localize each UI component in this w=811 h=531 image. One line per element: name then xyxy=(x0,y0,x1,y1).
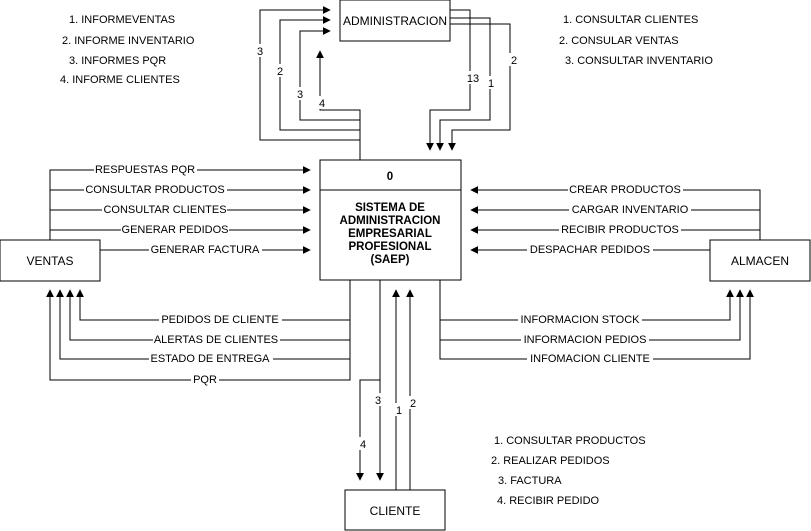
core-line-1: SISTEMA DE xyxy=(355,202,425,214)
list-item: 2. CONSULAR VENTAS xyxy=(559,35,679,47)
list-admin-queries: 1. CONSULTAR CLIENTES 2. CONSULAR VENTAS… xyxy=(559,14,713,67)
edge-label: PEDIDOS DE CLIENTE xyxy=(161,314,278,326)
edge-label: 1 xyxy=(488,78,494,90)
list-item: 2. INFORME INVENTARIO xyxy=(62,35,195,47)
list-item: 2. REALIZAR PEDIDOS xyxy=(491,455,610,467)
edge-label: ESTADO DE ENTREGA xyxy=(151,353,271,365)
node-cliente[interactable]: CLIENTE xyxy=(344,489,446,531)
ventas-out-flows: PEDIDOS DE CLIENTE ALERTAS DE CLIENTES E… xyxy=(46,280,351,386)
edge-label: 3 xyxy=(375,395,381,407)
core-line-5: (SAEP) xyxy=(371,254,410,266)
edge-label: 3 xyxy=(257,46,263,58)
list-admin-reports: 1. INFORMEVENTAS 2. INFORME INVENTARIO 3… xyxy=(60,14,195,86)
node-ventas[interactable]: VENTAS xyxy=(0,239,101,282)
edge-admin-down-1 xyxy=(426,9,471,151)
edge-label: RESPUESTAS PQR xyxy=(95,164,195,176)
list-item: 1. CONSULTAR PRODUCTOS xyxy=(494,435,646,447)
edge-almacen-in-1 xyxy=(470,186,761,240)
edge-label: ALERTAS DE CLIENTES xyxy=(154,334,278,346)
almacen-out-flows: INFORMACION STOCK INFORMACION PEDIOS INF… xyxy=(439,280,754,365)
list-cliente-actions: 1. CONSULTAR PRODUCTOS 2. REALIZAR PEDID… xyxy=(491,435,646,507)
edge-label: 4 xyxy=(360,439,366,451)
edge-admin-up-2 xyxy=(279,16,361,140)
edge-label: RECIBIR PRODUCTOS xyxy=(561,224,679,236)
list-item: 4. RECIBIR PEDIDO xyxy=(497,495,600,507)
node-almacen[interactable]: ALMACEN xyxy=(709,239,811,282)
edge-label: INFOMACION CLIENTE xyxy=(530,353,650,365)
edge-label: 3 xyxy=(297,89,303,101)
edge-admin-up-1 xyxy=(259,6,361,160)
edge-label: CONSULTAR CLIENTES xyxy=(103,204,226,216)
admin-down-flows: 13 1 2 xyxy=(426,9,519,151)
cliente-flows: 3 4 1 2 xyxy=(356,280,418,490)
node-ventas-label: VENTAS xyxy=(26,254,73,268)
edge-admin-down-2 xyxy=(436,17,491,151)
ventas-in-flows: RESPUESTAS PQR CONSULTAR PRODUCTOS CONSU… xyxy=(49,163,311,256)
edge-label: DESPACHAR PEDIDOS xyxy=(530,244,650,256)
node-core-system[interactable]: 0 SISTEMA DE ADMINISTRACION EMPRESARIAL … xyxy=(319,159,462,281)
admin-up-flows: 3 2 3 4 xyxy=(255,6,361,160)
core-line-3: EMPRESARIAL xyxy=(348,228,432,240)
almacen-in-flows: CREAR PRODUCTOS CARGAR INVENTARIO RECIBI… xyxy=(470,183,761,256)
edge-label: 2 xyxy=(277,66,283,78)
list-item: 1. CONSULTAR CLIENTES xyxy=(563,14,698,26)
list-item: 3. INFORMES PQR xyxy=(69,55,166,67)
edge-admin-down-3 xyxy=(448,23,511,151)
list-item: 4. INFORME CLIENTES xyxy=(60,74,180,86)
edge-label: 2 xyxy=(511,55,517,67)
edge-label: INFORMACION STOCK xyxy=(521,314,641,326)
edge-label: GENERAR PEDIDOS xyxy=(122,224,229,236)
node-cliente-label: CLIENTE xyxy=(370,504,421,518)
edge-cliente-1 xyxy=(356,280,381,481)
edge-label: 13 xyxy=(467,73,479,85)
edge-admin-up-3 xyxy=(299,27,361,130)
edge-label: 4 xyxy=(319,98,325,110)
node-administracion-label: ADMINISTRACION xyxy=(343,14,447,28)
core-number: 0 xyxy=(387,171,393,183)
edge-label: CREAR PRODUCTOS xyxy=(569,184,681,196)
node-almacen-label: ALMACEN xyxy=(731,254,789,268)
edge-label: 1 xyxy=(396,405,402,417)
core-line-4: PROFESIONAL xyxy=(348,241,431,253)
edge-label: 2 xyxy=(410,398,416,410)
edge-label: GENERAR FACTURA xyxy=(151,244,260,256)
edge-ventas-in-1 xyxy=(49,166,311,240)
edge-admin-up-4 xyxy=(316,50,361,120)
edge-label: CONSULTAR PRODUCTOS xyxy=(85,184,224,196)
list-item: 3. FACTURA xyxy=(498,475,562,487)
list-item: 3. CONSULTAR INVENTARIO xyxy=(565,55,713,67)
edge-label: CARGAR INVENTARIO xyxy=(572,204,689,216)
list-item: 1. INFORMEVENTAS xyxy=(69,14,175,26)
edge-label: PQR xyxy=(193,374,217,386)
edge-label: INFORMACION PEDIOS xyxy=(524,334,647,346)
node-administracion[interactable]: ADMINISTRACION xyxy=(339,0,451,42)
core-line-2: ADMINISTRACION xyxy=(340,215,441,227)
